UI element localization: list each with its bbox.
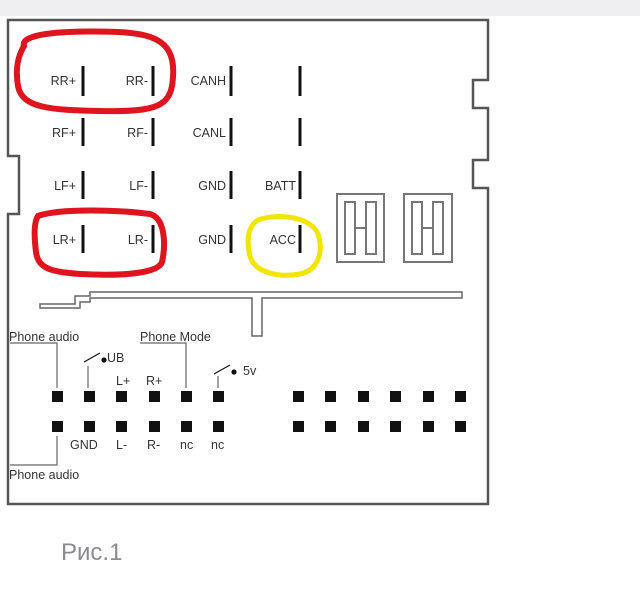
pin-label-canh: CANH (190, 74, 226, 88)
yellow-highlight-acc (245, 214, 323, 278)
red-highlight-rear-left (31, 207, 167, 278)
pin-label-rr-minus: RR- (125, 74, 148, 88)
pin-label-acc: ACC (269, 233, 296, 247)
label-5v: 5v (243, 364, 257, 378)
label-phone-mode: Phone Mode (140, 330, 211, 344)
label-phone-audio-top: Phone audio (9, 330, 80, 344)
pin-label-gnd-1: GND (198, 179, 226, 193)
pin-label-canl: CANL (192, 126, 226, 140)
bottom-pins (52, 391, 466, 432)
label-r-plus: R+ (146, 374, 163, 388)
switch-symbols (83, 352, 237, 375)
pin-label-lr-plus: LR+ (52, 233, 76, 247)
red-highlight-rear-right (13, 28, 177, 115)
divider-ridge (39, 291, 463, 337)
label-ub: UB (107, 351, 125, 365)
label-phone-audio-bottom: Phone audio (9, 468, 80, 482)
label-nc-1: nc (180, 438, 194, 452)
pin-label-gnd-2: GND (198, 233, 226, 247)
connector-outline-graphic (6, 18, 490, 506)
label-l-plus: L+ (116, 374, 131, 388)
connector-pinout-diagram: RR+ RR- CANH RF+ RF- CANL LF+ LF- GND BA… (0, 16, 500, 519)
pin-label-rf-plus: RF+ (52, 126, 76, 140)
label-gnd: GND (70, 438, 98, 452)
pin-label-rr-plus: RR+ (50, 74, 76, 88)
top-bar (0, 0, 640, 16)
locking-clips (336, 193, 453, 263)
label-l-minus: L- (116, 438, 128, 452)
connector-housing-outline (6, 18, 490, 506)
pin-bars (81, 66, 302, 253)
pin-label-batt: BATT (264, 179, 296, 193)
pin-label-lf-minus: LF- (129, 179, 148, 193)
label-nc-2: nc (211, 438, 225, 452)
pin-label-lr-minus: LR- (127, 233, 148, 247)
pin-label-rf-minus: RF- (127, 126, 148, 140)
bottom-wiring (10, 342, 219, 466)
figure-caption: Рис.1 (61, 539, 123, 566)
label-r-minus: R- (147, 438, 161, 452)
pin-label-lf-plus: LF+ (54, 179, 76, 193)
